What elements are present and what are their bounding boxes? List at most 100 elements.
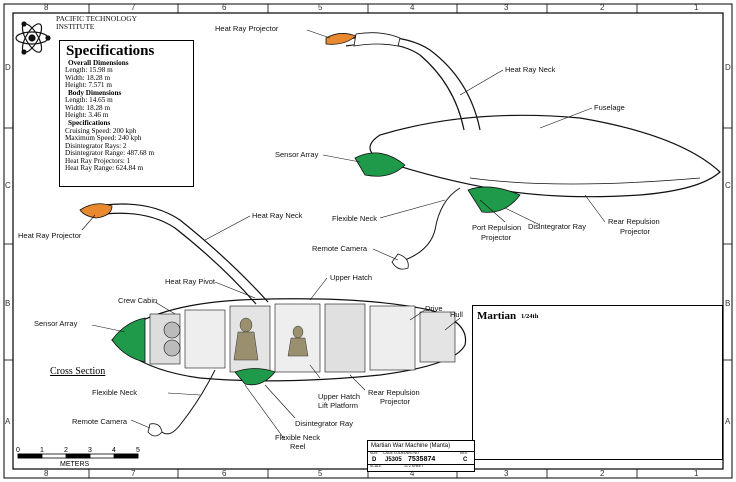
- label-flexible-neck-reel: Flexible Neck: [275, 433, 321, 442]
- rev-label: REV: [460, 451, 468, 455]
- scale-number: 1: [40, 447, 44, 454]
- grid-bottom-7: 7: [131, 469, 136, 478]
- label-remote-camera-bottom: Remote Camera: [72, 417, 128, 426]
- spec-row: Cruising Speed: 200 kph: [65, 126, 137, 135]
- label-rear-repulsion-top: Rear Repulsion: [608, 217, 660, 226]
- label-flexible-neck-reel-2: Reel: [290, 442, 306, 451]
- scale-unit: METERS: [60, 461, 90, 468]
- body-dimensions-heading: Body Dimensions: [68, 88, 122, 97]
- drawing-title: Martian War Machine (Manta): [371, 443, 451, 449]
- label-heat-ray-neck-top: Heat Ray Neck: [505, 65, 556, 74]
- label-hull: Hull: [450, 310, 463, 319]
- grid-left-D: D: [5, 63, 11, 72]
- label-rear-repulsion-bottom-2: Projector: [380, 397, 411, 406]
- scale-number: 5: [136, 447, 140, 454]
- label-fuselage: Fuselage: [594, 103, 625, 112]
- scale-number: 0: [16, 447, 20, 454]
- label-disintegrator-ray-bottom: Disintegrator Ray: [295, 419, 353, 428]
- remote-camera-bottom: [147, 423, 163, 437]
- overall-dimensions-heading: Overall Dimensions: [68, 58, 129, 67]
- grid-bottom-6: 6: [222, 469, 227, 478]
- disintegrator-ray-bottom: [234, 368, 276, 386]
- grid-top-1: 1: [694, 3, 699, 12]
- grid-left-B: B: [5, 299, 11, 308]
- scale-number: 4: [112, 447, 116, 454]
- dwg-label: DWG NO: [404, 451, 419, 455]
- spec-row: Height: 7.571 m: [65, 81, 112, 90]
- label-flexible-neck-bottom: Flexible Neck: [92, 388, 138, 397]
- grid-bottom-8: 8: [44, 469, 49, 478]
- grid-bottom-5: 5: [318, 469, 323, 478]
- grid-bottom-1: 1: [694, 469, 699, 478]
- specifications-box: Specifications Overall Dimensions Length…: [59, 40, 194, 187]
- martian-title: Martian: [477, 310, 517, 322]
- spec-row: Length: 14.65 m: [65, 96, 113, 105]
- label-port-repulsion-2: Projector: [481, 233, 512, 242]
- label-sensor-array-left: Sensor Array: [34, 319, 78, 328]
- heat-ray-projector-top: [325, 33, 357, 45]
- label-port-repulsion: Port Repulsion: [472, 223, 522, 232]
- grid-top-2: 2: [600, 3, 605, 12]
- specifications-title: Specifications: [66, 43, 155, 59]
- label-rear-repulsion-bottom: Rear Repulsion: [368, 388, 420, 397]
- sensor-array-top: [354, 152, 406, 177]
- grid-top-7: 7: [131, 3, 136, 12]
- label-remote-camera-top: Remote Camera: [312, 244, 368, 253]
- grid-top-6: 6: [222, 3, 227, 12]
- grid-right-A: A: [725, 417, 731, 426]
- spec-row: Height: 3.46 m: [65, 111, 109, 120]
- institute-line-2: INSTITUTE: [56, 21, 95, 31]
- sensor-array-left: [111, 317, 146, 363]
- spec-row: Width: 18.28 m: [65, 103, 111, 112]
- label-upper-hatch: Upper Hatch: [330, 273, 373, 282]
- dwg-value: 7535874: [408, 456, 436, 463]
- label-rear-repulsion-top-2: Projector: [620, 227, 651, 236]
- grid-right-B: B: [725, 299, 731, 308]
- institute-line-1: PACIFIC TECHNOLOGY: [56, 14, 138, 23]
- size-label: SIZE: [370, 451, 378, 455]
- label-crew-cabin: Crew Cabin: [118, 296, 158, 305]
- specifications-heading: Specifications: [68, 119, 111, 127]
- grid-right-C: C: [725, 181, 731, 190]
- grid-bottom-4: 4: [410, 469, 415, 478]
- label-disintegrator-ray-top: Disintegrator Ray: [528, 222, 586, 231]
- grid-top-3: 3: [504, 3, 509, 12]
- cross-section-title: Cross Section: [50, 366, 106, 377]
- spec-row: Disintegrator Range: 487.68 m: [65, 149, 155, 158]
- scale-label: SCALE: [370, 464, 382, 468]
- label-upper-hatch-lift-2: Lift Platform: [318, 401, 359, 410]
- scale-number: 2: [64, 447, 68, 454]
- spec-row: Length: 15.98 m: [65, 66, 113, 75]
- grid-left-A: A: [5, 417, 11, 426]
- spec-row: Width: 18.28 m: [65, 73, 111, 82]
- grid-bottom-3: 3: [504, 469, 509, 478]
- fuselage-outline: [369, 114, 721, 198]
- size-value: D: [372, 457, 377, 463]
- grid-right-D: D: [725, 63, 731, 72]
- grid-left-C: C: [5, 181, 11, 190]
- side-view-machine: [325, 32, 721, 270]
- spec-row: Disintegrator Rays: 2: [65, 141, 127, 150]
- spec-row: Heat Ray Projectors: 1: [65, 156, 131, 165]
- spec-row: Maximum Speed: 240 kph: [65, 134, 142, 143]
- label-sensor-array-top: Sensor Array: [275, 150, 319, 159]
- spec-row: Heat Ray Range: 624.84 m: [65, 164, 144, 173]
- cross-section-machine: [79, 203, 467, 437]
- martian-scale: 1/24th: [521, 313, 539, 320]
- title-block: Martian War Machine (Manta) SIZE D CAGE …: [367, 440, 475, 472]
- grid-top-8: 8: [44, 3, 49, 12]
- heat-ray-projector-left: [79, 203, 113, 219]
- label-heat-ray-pivot: Heat Ray Pivot: [165, 277, 216, 286]
- grid-bottom-2: 2: [600, 469, 605, 478]
- rev-value: C: [463, 457, 468, 463]
- martian-panel: Martian 1/24th: [472, 305, 723, 460]
- sheet-label: 1/72 SHEET: [404, 464, 424, 468]
- scale-number: 3: [88, 447, 92, 454]
- scale-bar: [17, 453, 139, 459]
- atom-logo-icon: [15, 21, 51, 55]
- disintegrator-ray-top: [467, 186, 521, 213]
- label-heat-ray-projector-top: Heat Ray Projector: [215, 24, 279, 33]
- remote-camera-top: [391, 253, 409, 270]
- label-heat-ray-projector-left: Heat Ray Projector: [18, 231, 82, 240]
- institute-name: PACIFIC TECHNOLOGY INSTITUTE: [56, 15, 137, 31]
